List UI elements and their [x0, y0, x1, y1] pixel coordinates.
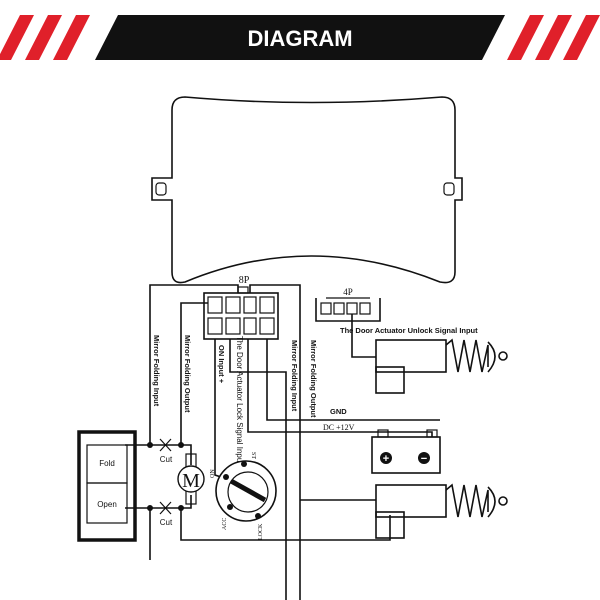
battery-plus: +	[383, 453, 389, 465]
cut-label-top: Cut	[160, 455, 173, 464]
connector-8p-label: 8P	[239, 275, 250, 286]
ignition-lock: LOCK	[258, 523, 264, 540]
label-mirror-folding-input-2: Mirror Folding Input	[290, 340, 299, 412]
door-actuator-top	[375, 338, 508, 394]
banner-band	[95, 15, 505, 60]
motor-label: M	[182, 470, 200, 492]
connector-8p: 8P	[203, 275, 279, 340]
wire-labels: Mirror Folding Input Mirror Folding Outp…	[152, 326, 478, 472]
battery-minus: −	[421, 453, 427, 465]
label-dc-12v: DC +12V	[323, 423, 355, 432]
ignition-switch: ON ST ACC LOCK	[210, 452, 277, 540]
label-mirror-folding-output-1: Mirror Folding Output	[183, 335, 192, 413]
label-mirror-folding-input-1: Mirror Folding Input	[152, 335, 161, 407]
label-unlock-signal: The Door Actuator Unlock Signal Input	[340, 326, 478, 335]
ignition-acc: ACC	[222, 518, 228, 530]
title-banner: DIAGRAM	[0, 15, 600, 60]
fold-open-switch: Fold Open	[77, 430, 137, 542]
banner-title: DIAGRAM	[247, 26, 352, 51]
label-on-input: ON Input +	[217, 345, 226, 384]
cut-label-bottom: Cut	[160, 518, 173, 527]
control-module	[151, 96, 463, 284]
switch-open-label: Open	[97, 500, 117, 509]
ignition-on: ON	[210, 469, 216, 478]
connector-4p-label: 4P	[343, 287, 353, 297]
switch-fold-label: Fold	[99, 459, 115, 468]
label-gnd: GND	[330, 407, 347, 416]
ignition-st: ST	[250, 452, 256, 459]
mirror-motor: M	[177, 453, 205, 505]
right-stripes	[507, 15, 600, 60]
label-door-lock-signal: The Door Actuator Lock Signal Input +	[235, 336, 244, 472]
battery: + −	[371, 429, 441, 474]
label-mirror-folding-output-2: Mirror Folding Output	[309, 340, 318, 418]
connector-4p: 4P	[315, 287, 381, 322]
door-actuator-bottom	[375, 483, 508, 539]
wires: Cut Cut	[125, 284, 440, 600]
left-stripes	[0, 15, 90, 60]
